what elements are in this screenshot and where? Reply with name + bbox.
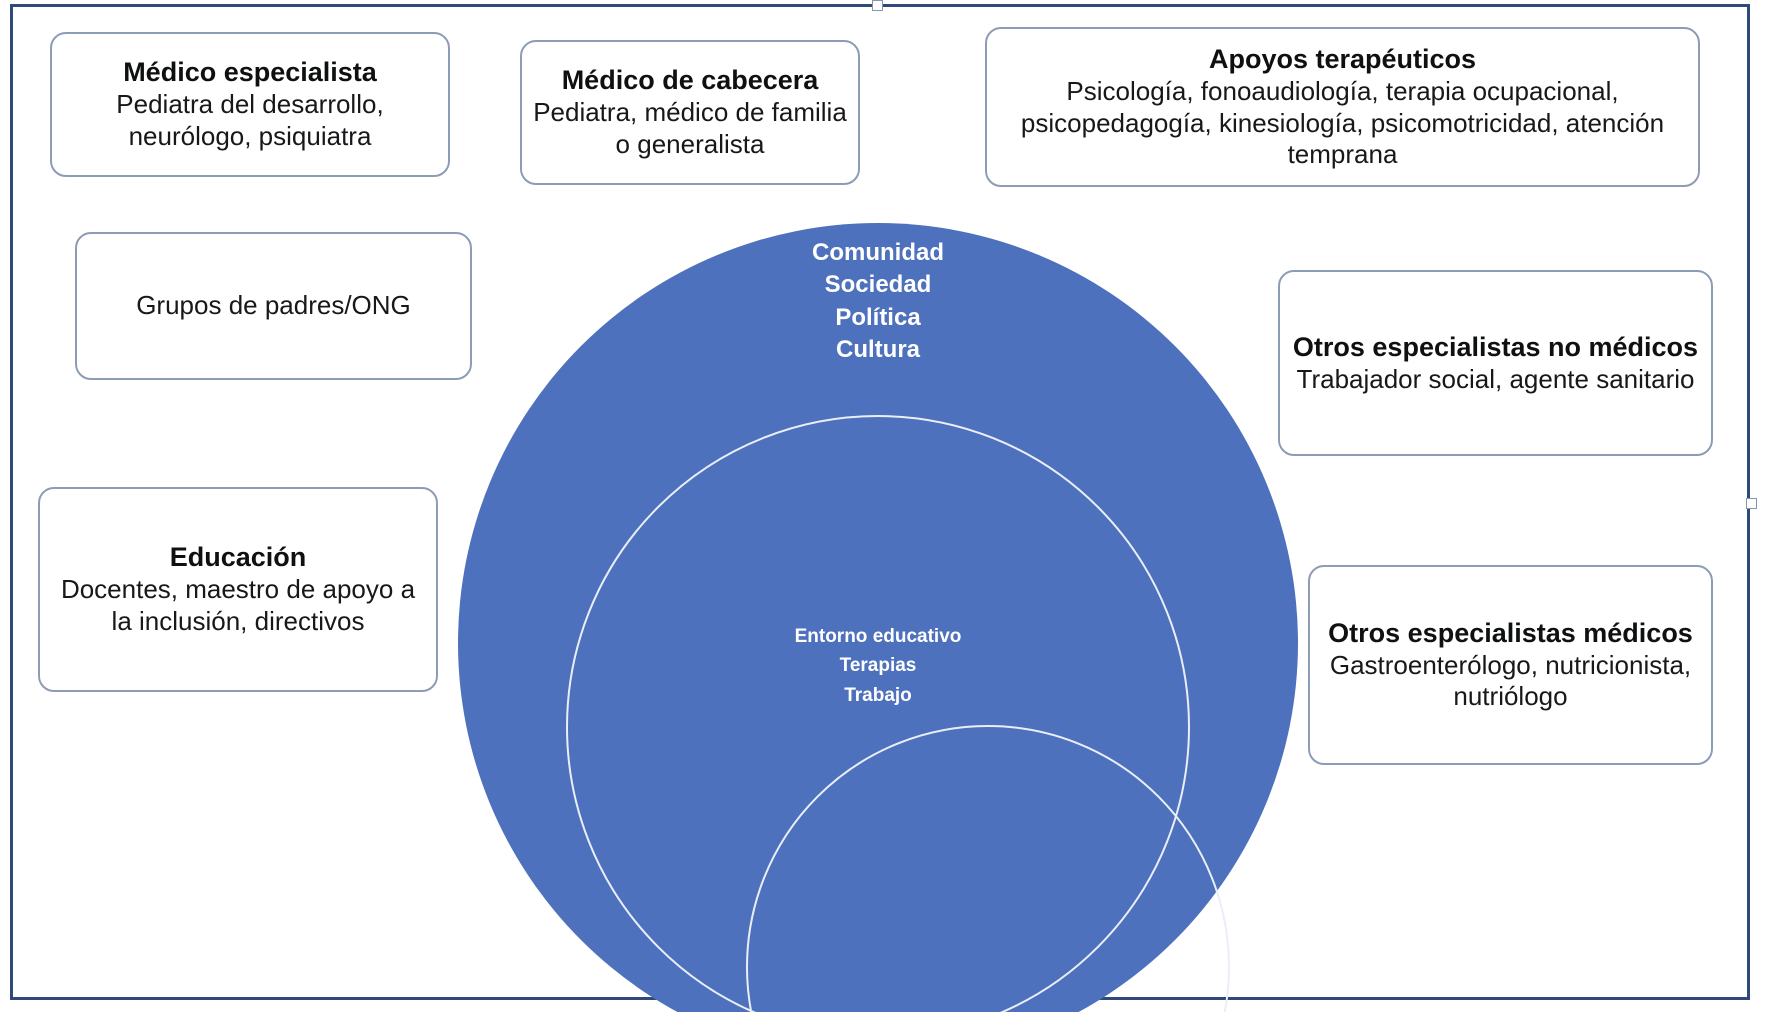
frame-handle-right[interactable] xyxy=(1746,498,1757,509)
box-apoyos-terapeuticos-title: Apoyos terapéuticos xyxy=(1208,43,1477,74)
box-otros-especialistas-no-medicos[interactable]: Otros especialistas no médicos Trabajado… xyxy=(1278,270,1713,456)
box-educacion-body: Docentes, maestro de apoyo a la inclusió… xyxy=(60,574,416,636)
box-otros-especialistas-medicos-body: Gastroenterólogo, nutricionista, nutriól… xyxy=(1329,649,1692,712)
ring-educational-environment-label: Entorno educativo Terapias Trabajo xyxy=(794,626,962,706)
box-medico-especialista-body: Pediatra del desarrollo, neurólogo, psiq… xyxy=(116,89,384,151)
box-educacion[interactable]: Educación Docentes, maestro de apoyo a l… xyxy=(38,487,438,692)
box-medico-especialista-title: Médico especialista xyxy=(123,57,377,88)
box-medico-de-cabecera[interactable]: Médico de cabecera Pediatra, médico de f… xyxy=(520,40,860,185)
ring-community-label: Comunidad Sociedad Política Cultura xyxy=(812,239,944,364)
box-otros-especialistas-no-medicos-title: Otros especialistas no médicos xyxy=(1292,331,1699,362)
box-otros-especialistas-no-medicos-body: Trabajador social, agente sanitario xyxy=(1296,363,1695,394)
ring-family[interactable]: Familia Entorno del hogar Individuo xyxy=(746,725,1230,1012)
box-medico-de-cabecera-title: Médico de cabecera xyxy=(561,65,819,96)
ecological-circles: Comunidad Sociedad Política Cultura Ento… xyxy=(458,223,1298,1012)
ring-educational-environment[interactable]: Entorno educativo Terapias Trabajo Famil… xyxy=(566,415,1230,1012)
box-medico-de-cabecera-body: Pediatra, médico de familia o generalist… xyxy=(533,97,847,159)
ring-community[interactable]: Comunidad Sociedad Política Cultura Ento… xyxy=(458,223,1298,1012)
box-otros-especialistas-medicos-title: Otros especialistas médicos xyxy=(1328,617,1693,648)
box-apoyos-terapeuticos[interactable]: Apoyos terapéuticos Psicología, fonoaudi… xyxy=(985,27,1700,187)
box-grupos-de-padres-body: Grupos de padres/ONG xyxy=(136,290,411,321)
box-educacion-title: Educación xyxy=(169,542,307,573)
box-apoyos-terapeuticos-body: Psicología, fonoaudiología, terapia ocup… xyxy=(1020,75,1665,170)
frame-handle-top[interactable] xyxy=(872,0,883,11)
box-otros-especialistas-medicos[interactable]: Otros especialistas médicos Gastroenteró… xyxy=(1308,565,1713,765)
box-medico-especialista[interactable]: Médico especialista Pediatra del desarro… xyxy=(50,32,450,177)
box-grupos-de-padres[interactable]: Grupos de padres/ONG xyxy=(75,232,472,380)
